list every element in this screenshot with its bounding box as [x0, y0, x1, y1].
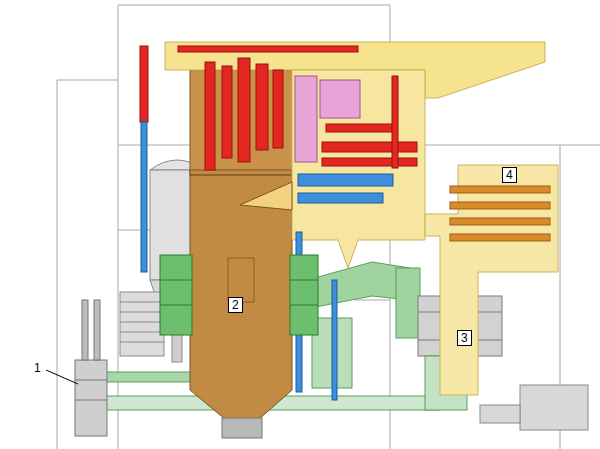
furnace-part: [190, 170, 292, 420]
callout-number: 2: [228, 297, 243, 313]
callout-number: 1: [34, 361, 41, 375]
economizer-blue-part: [332, 280, 337, 400]
ground-ducts-part: [100, 372, 195, 382]
superheater-red-part: [273, 70, 283, 148]
air-preheater-left: [120, 292, 164, 356]
back-pass-part: [240, 182, 292, 210]
burner-windbox-part: [290, 305, 318, 306]
reheater-pink: [295, 76, 360, 162]
scr-unit-4-part: [450, 186, 550, 193]
leader-line: [46, 370, 78, 384]
economizer-blue-part: [141, 122, 147, 272]
scr-unit-4-part: [450, 234, 550, 241]
burner-windbox-part: [290, 280, 318, 281]
superheater-red-part: [205, 62, 215, 170]
furnace-part: [228, 258, 254, 302]
economizer-blue: [141, 122, 393, 400]
fan-equipment-part: [480, 405, 520, 423]
leader-line-part: [46, 370, 78, 384]
building-frame-part: [355, 300, 390, 301]
coal-mill: [75, 300, 107, 436]
air-preheater-left-part: [120, 312, 164, 313]
superheater-red-part: [322, 158, 417, 166]
coal-mill-part: [94, 300, 100, 360]
fan-equipment-part: [520, 385, 588, 430]
coal-mill-part: [82, 300, 88, 360]
burner-windbox-part: [160, 255, 192, 335]
fan-equipment: [480, 385, 588, 430]
superheater-red-part: [222, 66, 232, 158]
cyclone-silo-part: [172, 332, 182, 362]
scr-unit-4-part: [450, 218, 550, 225]
building-frame-part: [118, 145, 190, 146]
burner-windbox-part: [160, 305, 192, 306]
ground-ducts-part: [396, 268, 420, 338]
burner-windbox-part: [290, 255, 318, 335]
superheater-red-part: [326, 124, 396, 132]
burner-windbox: [160, 255, 318, 335]
superheater-red-part: [140, 46, 148, 122]
coal-mill-part: [75, 400, 107, 401]
coal-mill-part: [75, 360, 107, 436]
air-preheater-left-part: [120, 332, 164, 333]
superheater-red-part: [238, 58, 250, 162]
back-pass-part: [292, 70, 425, 268]
burner-windbox-part: [160, 280, 192, 281]
reheater-pink-part: [295, 76, 317, 162]
air-preheater-left-part: [120, 292, 164, 356]
callout-number: 3: [457, 330, 472, 346]
superheater-red-part: [256, 64, 268, 150]
scr-unit-4-part: [450, 202, 550, 209]
superheater-red-part: [392, 76, 398, 168]
building-frame: [57, 5, 600, 449]
superheater-red: [140, 46, 417, 170]
furnace-part: [222, 418, 262, 438]
scr-unit-4: [425, 165, 558, 395]
reheater-pink-part: [320, 80, 360, 118]
building-frame-part: [57, 80, 118, 449]
economizer-blue-part: [298, 174, 393, 186]
air-preheater-left-part: [120, 342, 164, 343]
air-preheater-left-part: [120, 302, 164, 303]
air-preheater-left-part: [120, 322, 164, 323]
scr-unit-4-part: [425, 165, 558, 395]
economizer-blue-part: [298, 193, 383, 203]
superheater-red-part: [322, 142, 417, 152]
furnace-part: [190, 175, 292, 176]
callout-number: 4: [502, 167, 517, 183]
superheater-red-part: [178, 46, 358, 52]
coal-mill-part: [75, 380, 107, 381]
